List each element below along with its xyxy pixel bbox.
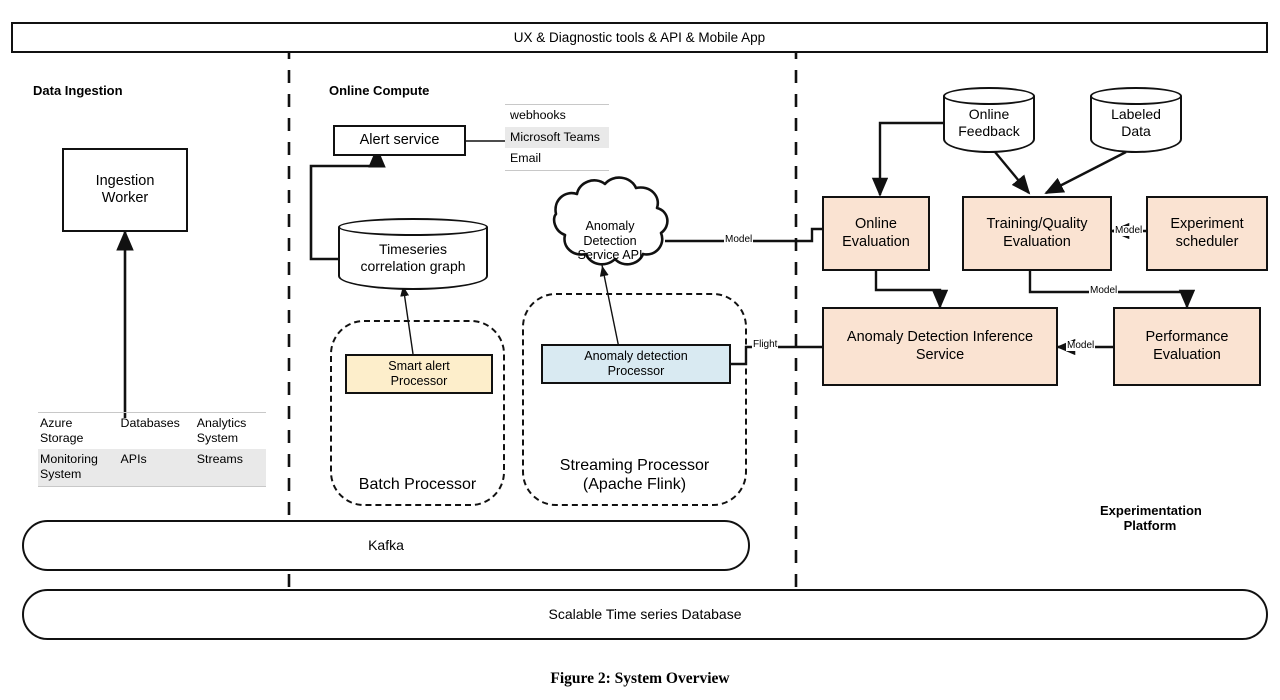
ingestion-worker-label-line1: Ingestion	[95, 172, 155, 189]
column-heading-data-ingestion: Data Ingestion	[33, 83, 123, 98]
cylinder-top	[1090, 87, 1182, 105]
edge-label-model-performance-to-inference: Model	[1066, 340, 1096, 351]
source-cell: Monitoring System	[40, 452, 98, 482]
cylinder-top	[943, 87, 1035, 105]
performance-evaluation-box: Performance Evaluation	[1113, 307, 1261, 386]
anomaly-detection-processor-box: Anomaly detection Processor	[541, 344, 731, 384]
source-cell: Azure Storage	[40, 416, 84, 446]
column-heading-online-compute: Online Compute	[329, 83, 430, 98]
edge-label-model-training-to-performance: Model	[1089, 285, 1119, 296]
channel-item-email[interactable]: Email	[505, 148, 609, 171]
ux-diagnostic-tools-bar: UX & Diagnostic tools & API & Mobile App	[11, 22, 1268, 53]
kafka-label: Kafka	[368, 537, 404, 554]
cylinder-top	[338, 218, 488, 236]
online-feedback-store: Online Feedback	[943, 87, 1035, 153]
channel-item-webhooks[interactable]: webhooks	[505, 104, 609, 127]
cylinder-body	[943, 96, 1035, 153]
source-cell: Databases	[120, 416, 180, 430]
timeseries-store-label: Timeseries correlation graph	[360, 241, 466, 274]
source-cell: Streams	[196, 452, 243, 467]
training-quality-evaluation-box: Training/Quality Evaluation	[962, 196, 1112, 271]
column-heading-experimentation-platform: Experimentation Platform	[1100, 503, 1202, 533]
ingestion-worker-box: Ingestion Worker	[62, 148, 188, 232]
experiment-scheduler-box: Experiment scheduler	[1146, 196, 1268, 271]
table-row: Monitoring System APIs Streams	[38, 449, 266, 486]
streaming-processor-group-label: Streaming Processor (Apache Flink)	[559, 456, 710, 493]
edge-label-model-cloud-to-online-eval: Model	[724, 234, 754, 245]
timeseries-correlation-graph-store: Timeseries correlation graph	[338, 218, 488, 290]
edge-label-model-scheduler-to-training: Model	[1114, 225, 1144, 236]
table-row: Azure Storage Databases Analytics System	[38, 412, 266, 450]
online-feedback-label: Online Feedback	[958, 106, 1020, 139]
channel-item-microsoft-teams[interactable]: Microsoft Teams	[505, 126, 609, 148]
streaming-processor-group: Streaming Processor (Apache Flink)	[522, 293, 747, 506]
batch-processor-group-label: Batch Processor	[358, 475, 477, 493]
timeseries-database-bar: Scalable Time series Database	[22, 589, 1268, 640]
anomaly-detection-service-api-cloud: Anomaly Detection Service API	[577, 218, 643, 263]
alert-service-label: Alert service	[359, 131, 440, 148]
anomaly-detection-inference-service-box: Anomaly Detection Inference Service	[822, 307, 1058, 386]
notification-channel-list: webhooks Microsoft Teams Email	[505, 104, 609, 171]
source-cell: Analytics System	[196, 416, 247, 446]
batch-processor-group: Batch Processor	[330, 320, 505, 506]
kafka-bar: Kafka	[22, 520, 750, 571]
online-evaluation-box: Online Evaluation	[822, 196, 930, 271]
smart-alert-processor-box: Smart alert Processor	[345, 354, 493, 394]
cylinder-body	[1090, 96, 1182, 153]
figure-caption: Figure 2: System Overview	[550, 670, 730, 687]
alert-service-box: Alert service	[333, 125, 466, 156]
labeled-data-label: Labeled Data	[1111, 106, 1161, 139]
cylinder-body	[338, 227, 488, 290]
labeled-data-store: Labeled Data	[1090, 87, 1182, 153]
data-sources-table: Azure Storage Databases Analytics System…	[38, 412, 266, 487]
source-cell: APIs	[120, 452, 147, 467]
top-bar-label: UX & Diagnostic tools & API & Mobile App	[513, 29, 766, 45]
edge-label-flight: Flight	[752, 339, 779, 350]
ingestion-worker-label-line2: Worker	[101, 190, 149, 206]
timeseries-database-label: Scalable Time series Database	[548, 606, 742, 623]
